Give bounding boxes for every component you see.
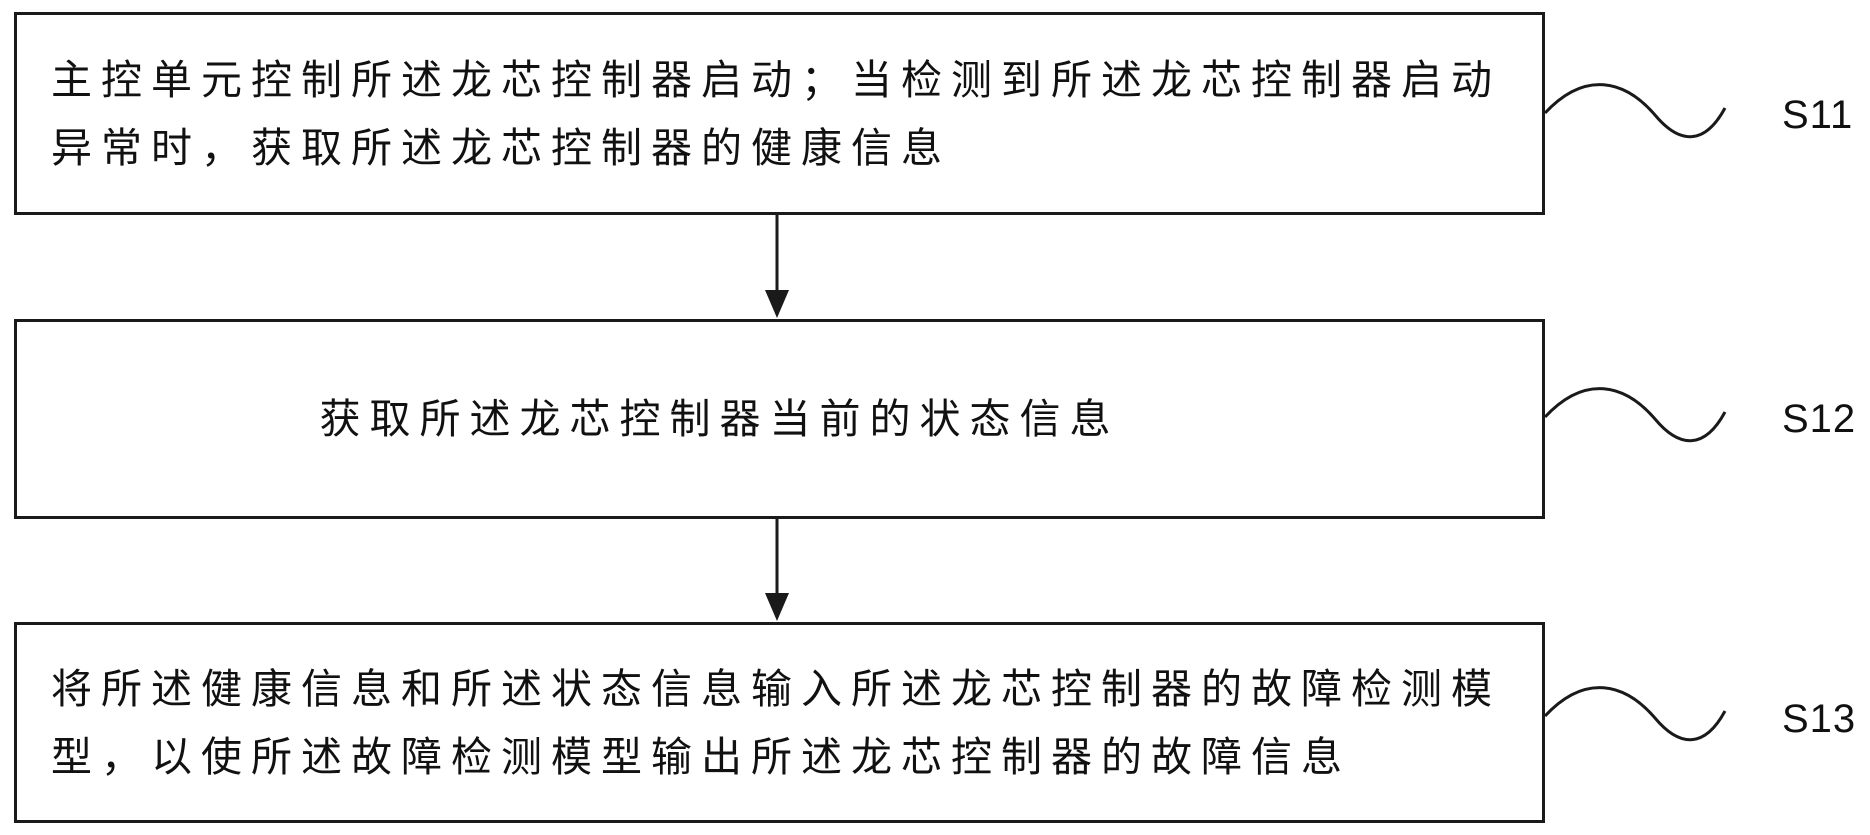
step-label-s11: S11 xyxy=(1782,93,1854,137)
step-box-s13: 将所述健康信息和所述状态信息输入所述龙芯控制器的故障检测模型，以使所述故障检测模… xyxy=(14,622,1545,823)
step-text-s13: 将所述健康信息和所述状态信息输入所述龙芯控制器的故障检测模型，以使所述故障检测模… xyxy=(51,664,1501,781)
arrowhead-2 xyxy=(765,593,789,621)
leader-wave-s11 xyxy=(1543,83,1727,139)
step-text-s12: 获取所述龙芯控制器当前的状态信息 xyxy=(319,395,1120,443)
leader-wave-s13 xyxy=(1543,686,1727,742)
step-label-s13: S13 xyxy=(1782,697,1857,741)
step-text-s11: 主控单元控制所述龙芯控制器启动；当检测到所述龙芯控制器启动异常时，获取所述龙芯控… xyxy=(51,55,1501,172)
flow-arrow-s12-s13 xyxy=(765,519,789,621)
step-box-s11: 主控单元控制所述龙芯控制器启动；当检测到所述龙芯控制器启动异常时，获取所述龙芯控… xyxy=(14,12,1545,215)
arrowhead-1 xyxy=(765,290,789,318)
flow-arrow-s11-s12 xyxy=(765,215,789,318)
step-box-s12: 获取所述龙芯控制器当前的状态信息 xyxy=(14,319,1545,519)
step-label-s12: S12 xyxy=(1782,397,1857,441)
leader-wave-s12 xyxy=(1543,387,1727,443)
